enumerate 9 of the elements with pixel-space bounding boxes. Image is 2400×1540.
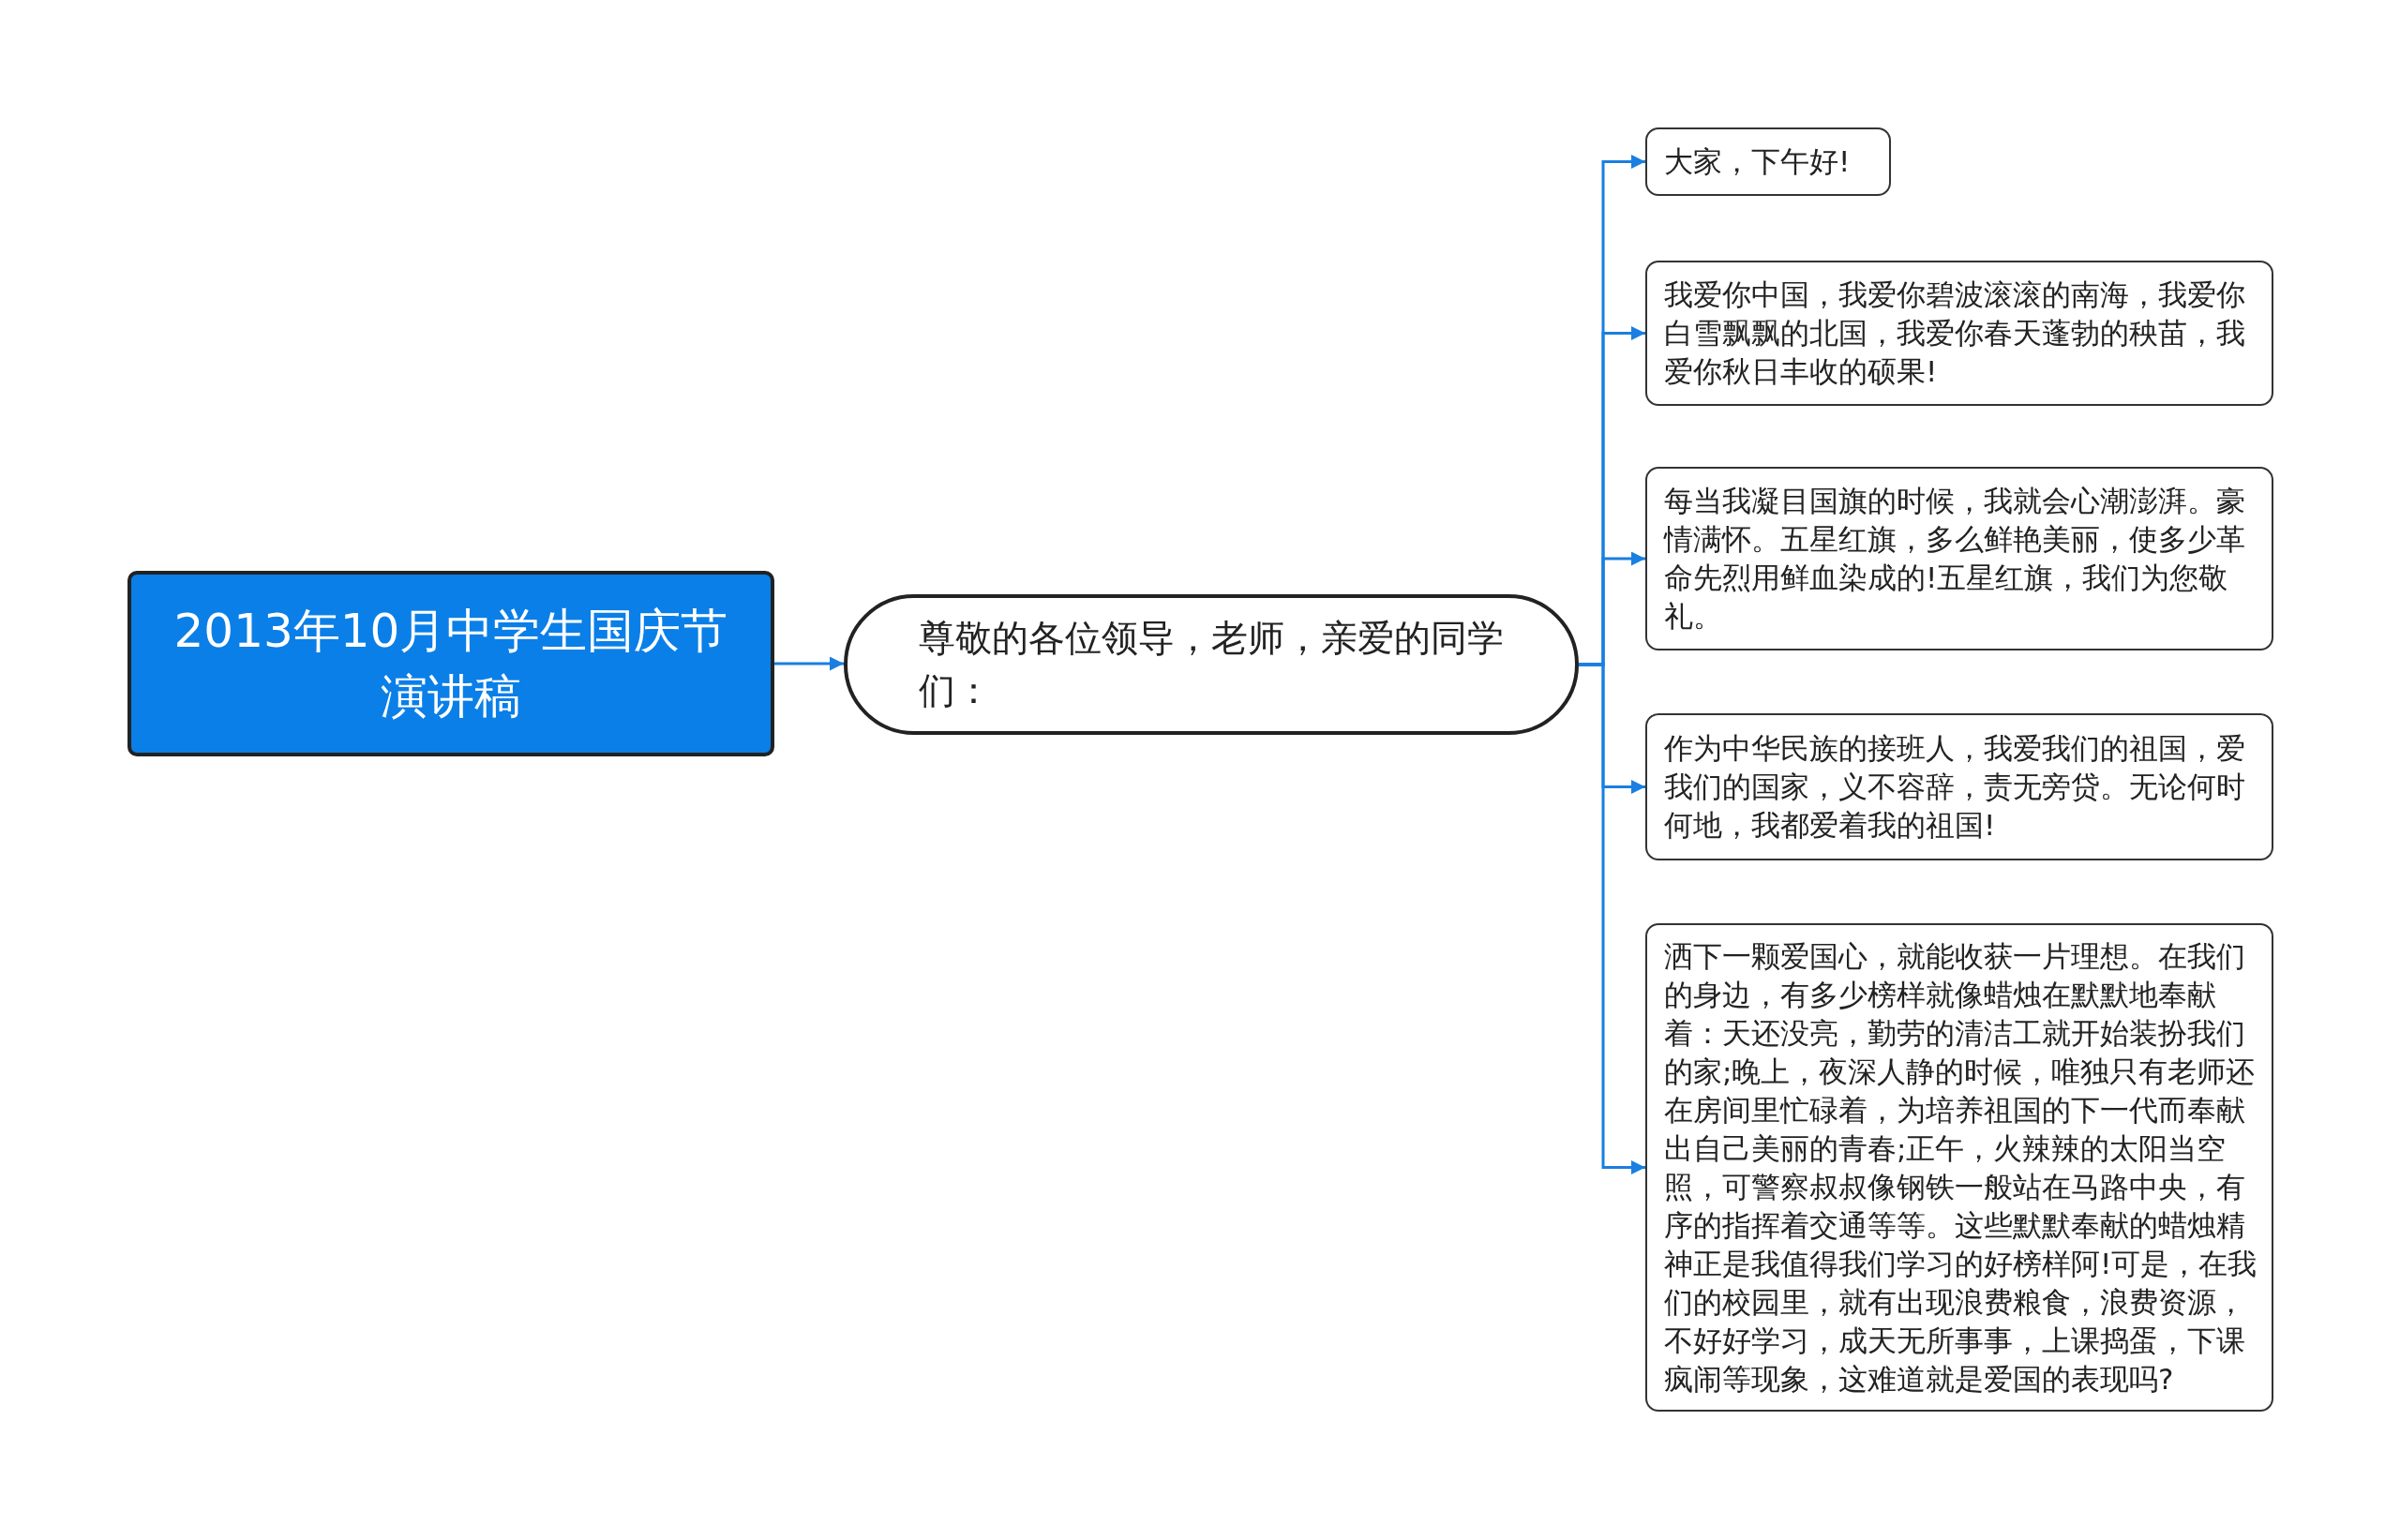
subtopic-pill: 尊敬的各位领导，老师，亲爱的同学们： (844, 594, 1579, 735)
topic-box: 2013年10月中学生国庆节演讲稿 (128, 571, 774, 756)
text-box: 作为中华民族的接班人，我爱我们的祖国，爱我们的国家，义不容辞，责无旁贷。无论何时何地，我都爱着我的祖国! (1645, 713, 2273, 860)
arrow (1579, 663, 1645, 1174)
text-box: 大家，下午好! (1645, 127, 1891, 196)
arrow (774, 656, 844, 671)
text-box: 洒下一颗爱国心，就能收获一片理想。在我们的身边，有多少榜样就像蜡烛在默默地奉献着：天还没亮，勤劳的清洁工就开始装扮我们的家;晚上，夜深人静的时候，唯独只有老师还在房间里忙碌着，为培养祖国的下一代而奉献出自己美丽的青春;正午，火辣辣的太阳当空照，可警察叔叔像钢铁一般站在马路中央，有序的指挥着交通等等。这些默默奉献的蜡烛精神正是我值得我们学习的好榜样阿!可是，在我们的校园里，就有出现浪费粮食，浪费资源，不好好学习，成天无所事事，上课捣蛋，下课疯闹等现象，这难道就是爱国的表现吗? (1645, 923, 2273, 1412)
text-box: 每当我凝目国旗的时候，我就会心潮澎湃。豪情满怀。五星红旗，多么鲜艳美丽，使多少革命先烈用鲜血染成的!五星红旗，我们为您敬礼。 (1645, 467, 2273, 650)
text-box: 我爱你中国，我爱你碧波滚滚的南海，我爱你白雪飘飘的北国，我爱你春天蓬勃的秧苗，我爱你秋日丰收的硕果! (1645, 261, 2273, 406)
